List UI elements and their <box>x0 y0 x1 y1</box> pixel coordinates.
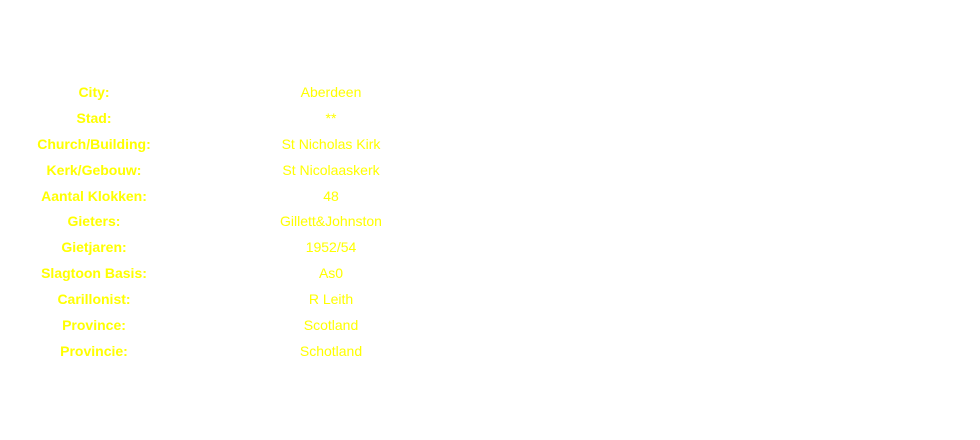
table-row: Carillonist: R Leith <box>0 287 980 313</box>
row-value: 1952/54 <box>305 239 357 256</box>
table-row: Aantal Klokken: 48 <box>0 184 980 210</box>
row-label: Stad: <box>76 109 112 126</box>
row-label: Carillonist: <box>57 291 131 308</box>
row-value: ** <box>325 109 337 126</box>
table-row: Province: Scotland <box>0 313 980 339</box>
table-row: Gieters: Gillett&Johnston <box>0 209 980 235</box>
row-value: As0 <box>318 265 344 282</box>
row-value: Gillett&Johnston <box>280 213 382 230</box>
row-value: Schotland <box>299 342 363 359</box>
row-label: Provincie: <box>60 342 128 359</box>
table-row: Provincie: Schotland <box>0 339 980 365</box>
row-label: Aantal Klokken: <box>41 187 147 204</box>
row-label: Gieters: <box>67 213 121 230</box>
table-row: Stad: ** <box>0 106 980 132</box>
table-row: City: Aberdeen <box>0 80 980 106</box>
table-row: Slagtoon Basis: As0 <box>0 261 980 287</box>
row-value: 48 <box>323 187 339 204</box>
row-label: Province: <box>62 317 126 334</box>
table-row: Gietjaren: 1952/54 <box>0 235 980 261</box>
row-value: Aberdeen <box>300 84 362 100</box>
row-value: Scotland <box>303 317 359 334</box>
row-value: St Nicolaaskerk <box>282 161 380 178</box>
table-row: Kerk/Gebouw: St Nicolaaskerk <box>0 158 980 184</box>
table-row: Church/Building: St Nicholas Kirk <box>0 132 980 158</box>
row-value: R Leith <box>308 291 354 308</box>
row-value: St Nicholas Kirk <box>281 135 381 152</box>
row-label: Gietjaren: <box>61 239 127 256</box>
row-label: Slagtoon Basis: <box>41 265 147 282</box>
row-label: Kerk/Gebouw: <box>46 161 142 178</box>
row-label: City: <box>78 84 110 100</box>
row-label: Church/Building: <box>37 135 151 152</box>
